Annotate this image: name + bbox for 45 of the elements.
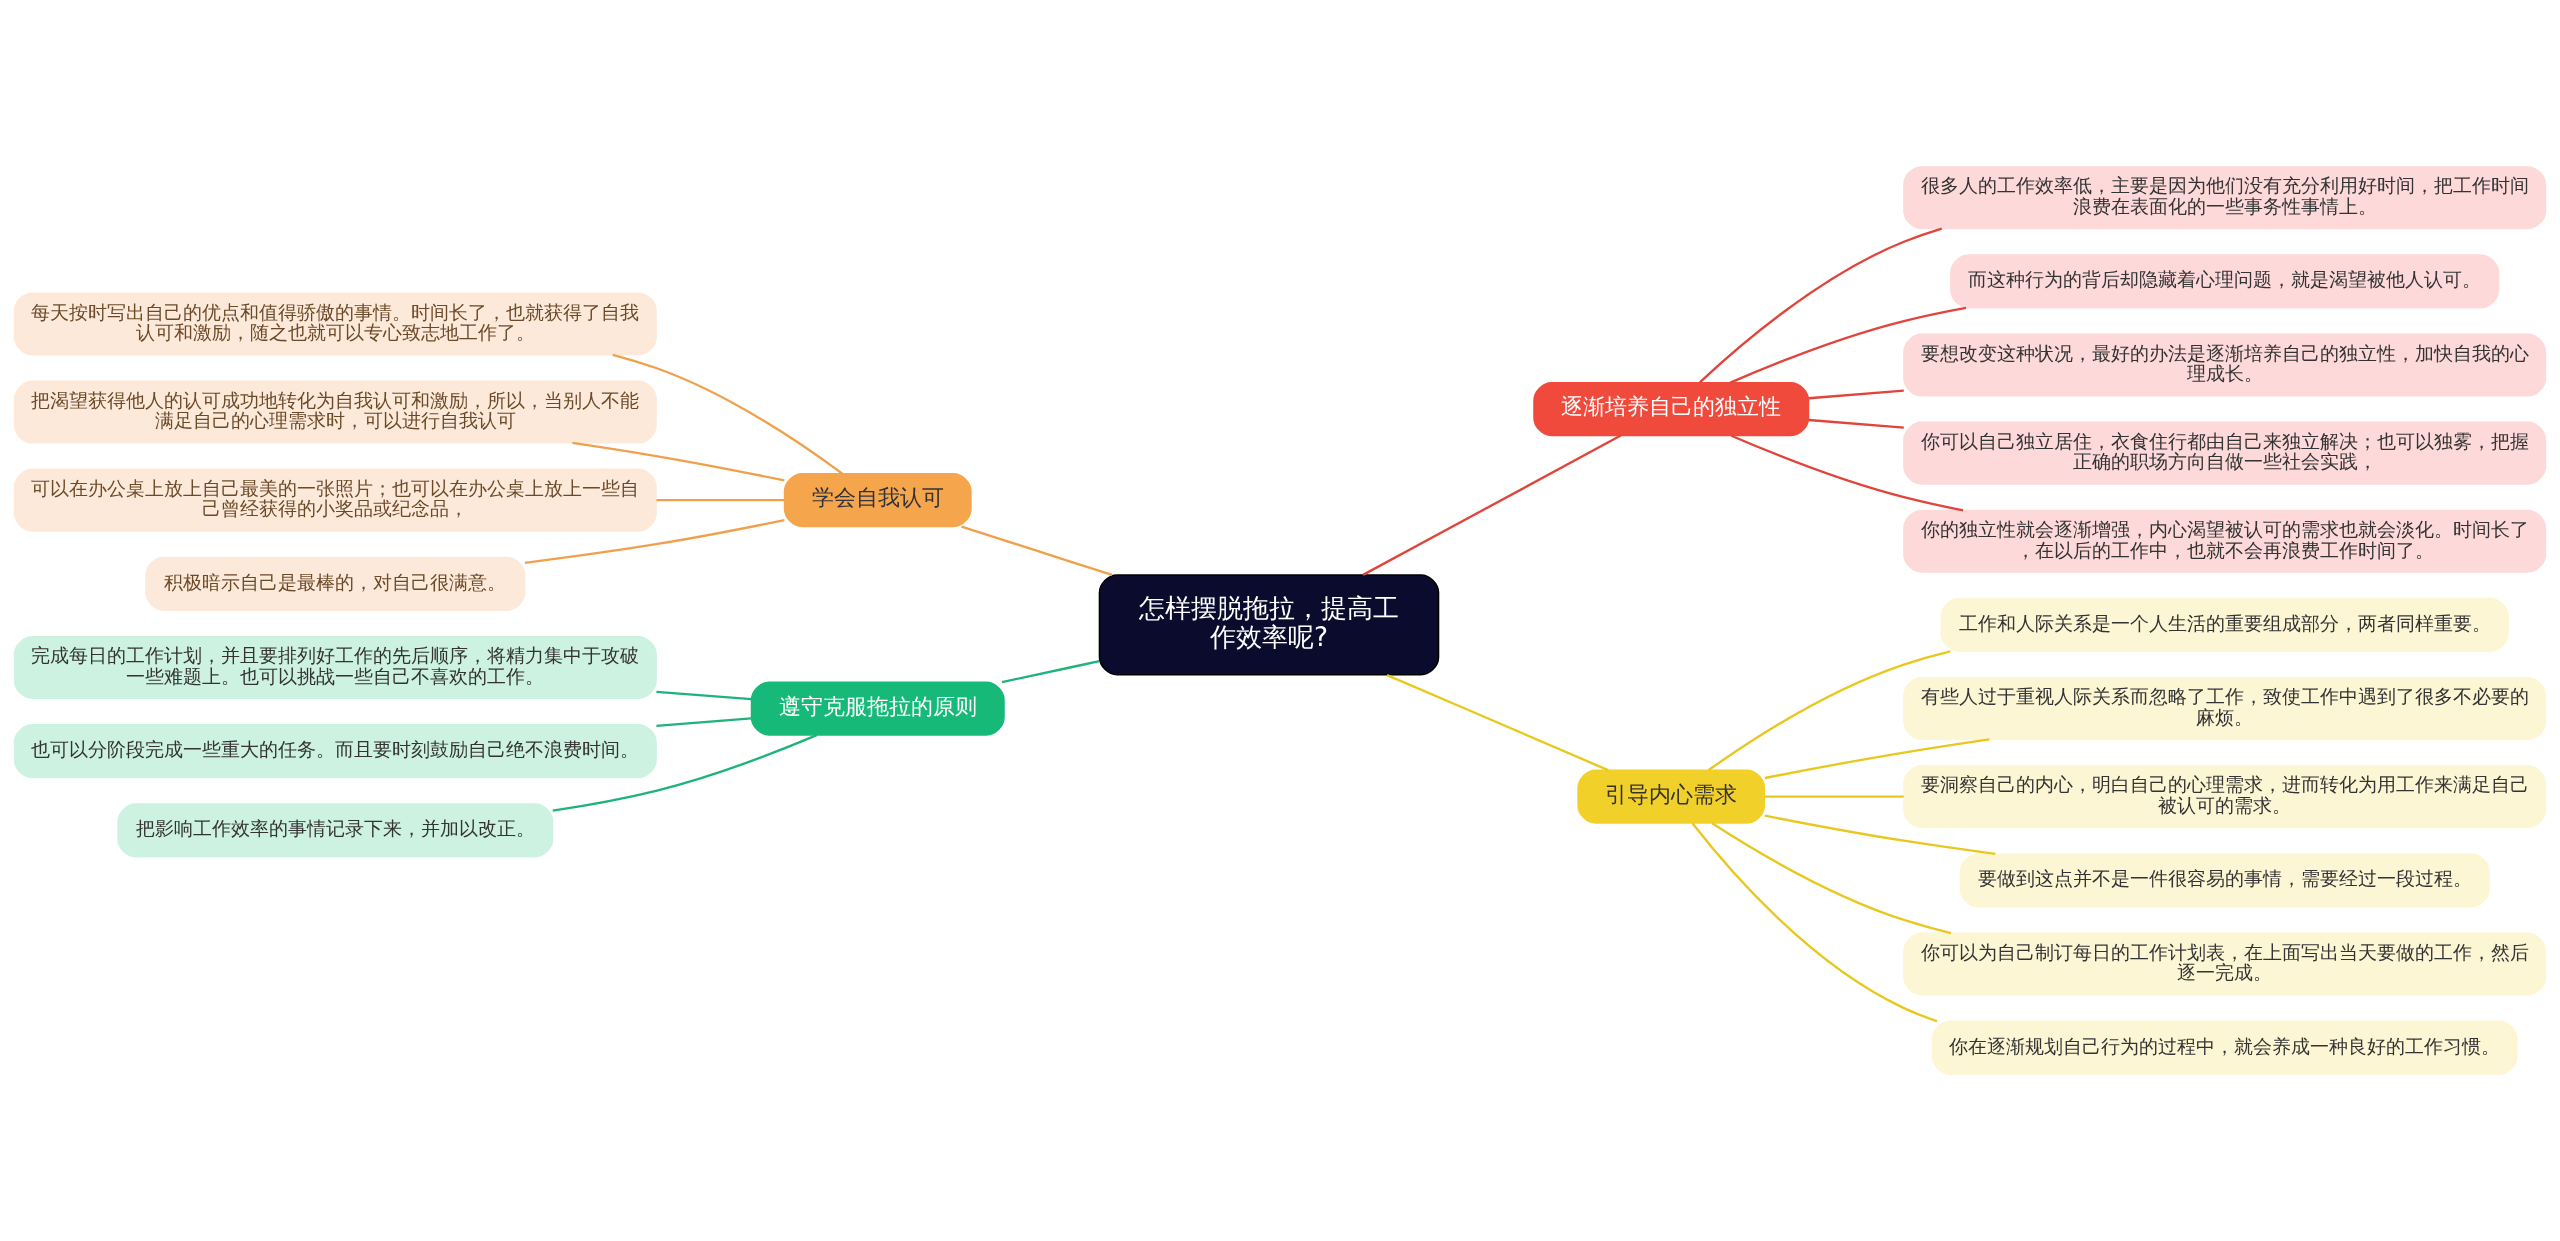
connector <box>1699 227 1943 384</box>
connector <box>1711 822 1952 935</box>
node-box: 也可以分阶段完成一些重大的任务。而且要时刻鼓励自己绝不浪费时间。 <box>13 724 657 779</box>
connector <box>1001 660 1100 684</box>
connector <box>1808 418 1904 429</box>
connector <box>656 498 785 502</box>
connector <box>1707 650 1951 772</box>
node-box: 很多人的工作效率低，主要是因为他们没有充分利用好时间，把工作时间浪费在表面化的一些事务性事情上。 <box>1903 166 2547 230</box>
node-box: 要洞察自己的内心，明白自己的心理需求，进而转化为用工作来满足自己被认可的需求。 <box>1903 765 2547 829</box>
node-box: 有些人过于重视人际关系而忽略了工作，致使工作中遇到了很多不必要的麻烦。 <box>1903 677 2547 741</box>
node-box: 要做到这点并不是一件很容易的事情，需要经过一段过程。 <box>1959 853 2490 908</box>
connector <box>1730 434 1964 512</box>
node-box: 你可以为自己制订每日的工作计划表，在上面写出当天要做的工作，然后逐一完成。 <box>1903 932 2547 996</box>
connector <box>961 525 1113 577</box>
connector <box>656 717 752 728</box>
node-box: 要想改变这种状况，最好的办法是逐渐培养自己的独立性，加快自我的心理成长。 <box>1903 333 2547 397</box>
node-box: 把渴望获得他人的认可成功地转化为自我认可和激励，所以，当别人不能满足自己的心理需求时，可以进行自我认可 <box>13 380 657 444</box>
connector <box>656 690 752 701</box>
connector <box>1386 673 1609 772</box>
connector <box>1764 795 1904 798</box>
node-box: 每天按时写出自己的优点和值得骄傲的事情。时间长了，也就获得了自我认可和激励，随之也就可以专心致志地工作了。 <box>13 292 657 356</box>
node-box: 学会自我认可 <box>783 472 972 528</box>
connector <box>1764 738 1990 780</box>
connector <box>1764 814 1996 856</box>
connector <box>1362 434 1622 576</box>
connector <box>1808 389 1904 400</box>
connector <box>1691 822 1938 1023</box>
connector <box>524 518 785 564</box>
node-box: 把影响工作效率的事情记录下来，并加以改正。 <box>117 803 554 858</box>
node-box: 怎样摆脱拖拉，提高工作效率呢? <box>1098 574 1440 676</box>
node-box: 你可以自己独立居住，衣食住行都由自己来独立解决；也可以独雾，把握正确的职场方向自做一些社会实践， <box>1903 421 2547 485</box>
node-box: 积极暗示自己是最棒的，对自己很满意。 <box>145 556 526 611</box>
node-box: 你在逐渐规划自己行为的过程中，就会养成一种良好的工作习惯。 <box>1931 1020 2518 1075</box>
node-box: 你的独立性就会逐渐增强，内心渴望被认可的需求也就会淡化。时间长了，在以后的工作中，也就不会再浪费工作时间了。 <box>1903 509 2547 573</box>
node-box: 可以在办公桌上放上自己最美的一张照片；也可以在办公桌上放上一些自己曾经获得的小奖品或纪念品， <box>13 468 657 532</box>
connector <box>1729 306 1967 384</box>
node-box: 引导内心需求 <box>1577 769 1766 824</box>
connector <box>572 441 785 482</box>
node-box: 完成每日的工作计划，并且要排列好工作的先后顺序，将精力集中于攻破一些难题上。也可以挑战一些自己不喜欢的工作。 <box>13 635 657 700</box>
connector <box>552 734 818 812</box>
connector <box>612 353 843 475</box>
node-box: 而这种行为的背后却隐藏着心理问题，就是渴望被他人认可。 <box>1950 254 2500 309</box>
node-box: 逐渐培养自己的独立性 <box>1533 381 1810 437</box>
node-box: 遵守克服拖拉的原则 <box>750 681 1005 736</box>
node-box: 工作和人际关系是一个人生活的重要组成部分，两者同样重要。 <box>1940 597 2509 653</box>
